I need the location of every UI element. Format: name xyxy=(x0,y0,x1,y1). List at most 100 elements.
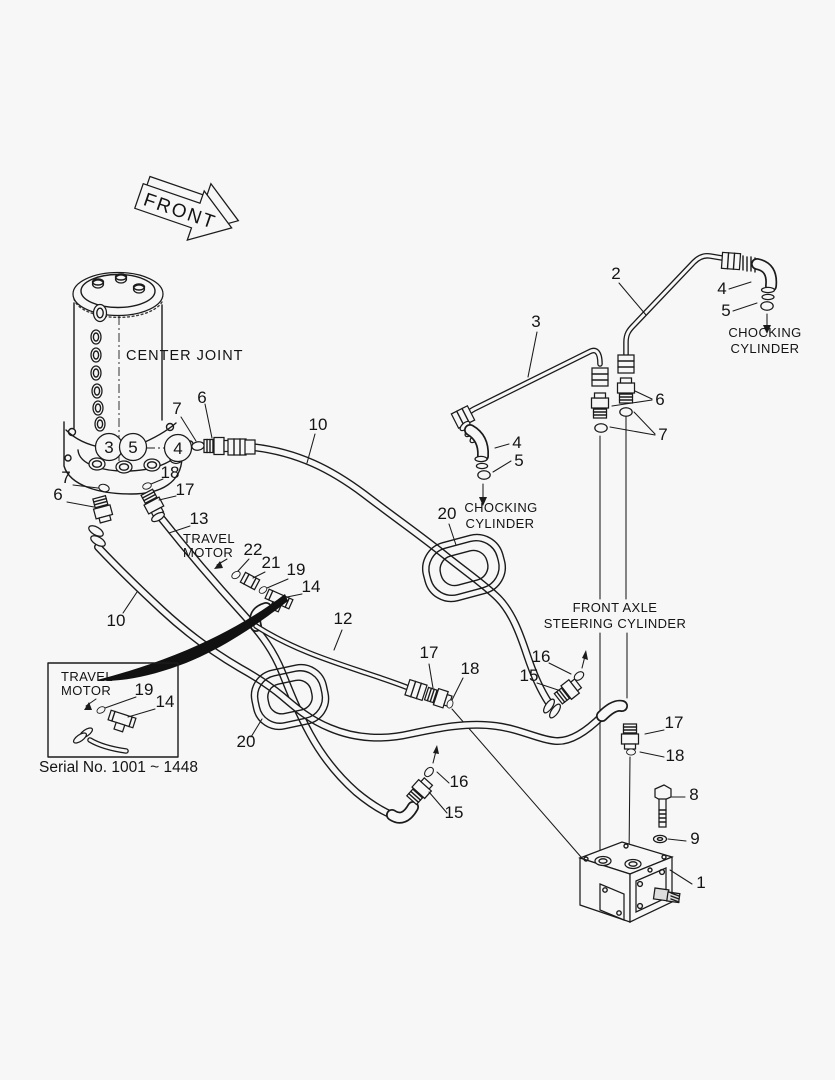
callout-21: 21 xyxy=(262,553,281,572)
callout-13: 13 xyxy=(190,509,209,528)
svg-text:3: 3 xyxy=(104,438,113,457)
pipe-2 xyxy=(623,251,756,357)
nipple-15-lower xyxy=(404,775,436,807)
cap-bolts xyxy=(91,273,146,294)
callout-17-right: 17 xyxy=(665,713,684,732)
callout-10-lower: 10 xyxy=(107,611,126,630)
callout-3: 3 xyxy=(531,312,540,331)
callout-14: 14 xyxy=(302,577,321,596)
center-joint: CENTER JOINT 3 5 4 xyxy=(63,271,258,495)
callout-16-lower: 16 xyxy=(450,772,469,791)
oring-18-right xyxy=(626,748,636,756)
callout-2: 2 xyxy=(611,264,620,283)
hose-13-end xyxy=(386,745,439,824)
callout-16-upper: 16 xyxy=(532,647,551,666)
callout-17-cj: 17 xyxy=(176,480,195,499)
port-badge-3: 3 xyxy=(94,432,124,462)
travel-motor-inset-line2: MOTOR xyxy=(61,683,111,698)
front-axle-line1: FRONT AXLE xyxy=(573,600,658,615)
callout-10-upper: 10 xyxy=(309,415,328,434)
cj-right-fittings xyxy=(190,436,256,456)
chocking-top-line2: CYLINDER xyxy=(731,341,800,356)
callout-18-right: 18 xyxy=(666,746,685,765)
valve-block xyxy=(578,841,681,923)
chocking-top-line1: CHOCKING xyxy=(728,325,801,340)
callout-18-mid: 18 xyxy=(461,659,480,678)
oring-7-right-stack xyxy=(619,407,633,417)
bolt-8 xyxy=(654,784,672,828)
hose-10-lower-end xyxy=(620,723,640,756)
left-fittings xyxy=(88,482,115,547)
callout-7-cj: 7 xyxy=(172,399,181,418)
elbow-4-mid xyxy=(464,424,491,506)
callout-9: 9 xyxy=(690,829,699,848)
nipple-17-right xyxy=(620,723,640,750)
front-axle-line2: STEERING CYLINDER xyxy=(544,616,687,631)
callout-8: 8 xyxy=(689,785,698,804)
callout-14-box: 14 xyxy=(156,692,175,711)
cj-lower-fittings xyxy=(138,481,167,523)
port-badge-4: 4 xyxy=(163,433,193,463)
center-joint-label: CENTER JOINT xyxy=(126,348,244,364)
callout-1: 1 xyxy=(696,873,705,892)
oring-19 xyxy=(257,584,269,596)
oring-19-box xyxy=(95,704,107,716)
tee-14-box xyxy=(105,709,137,736)
callout-15-upper: 15 xyxy=(520,666,539,685)
oring-5-mid xyxy=(477,470,491,480)
oring-22 xyxy=(229,569,243,581)
callout-18-cj: 18 xyxy=(161,463,180,482)
callout-6-left: 6 xyxy=(53,485,62,504)
text-labels: CHOCKING CYLINDER CHOCKING CYLINDER FRON… xyxy=(183,325,801,631)
hose-12-end xyxy=(404,678,455,711)
travel-motor-inset-box: TRAVEL MOTOR xyxy=(47,662,179,758)
elbow-4-top xyxy=(751,258,778,334)
callout-7-left: 7 xyxy=(61,468,70,487)
callout-6-cj: 6 xyxy=(197,388,206,407)
svg-text:5: 5 xyxy=(128,438,137,457)
hose-13 xyxy=(158,515,396,819)
callout-20-lower: 20 xyxy=(237,732,256,751)
front-arrow: FRONT xyxy=(133,175,240,242)
nipple-6-cj xyxy=(203,436,230,456)
oring-7-left-stack xyxy=(594,423,608,433)
oring-18-cj xyxy=(141,481,153,491)
travel-motor-inset-line1: TRAVEL xyxy=(61,669,113,684)
travel-motor-main-line1: TRAVEL xyxy=(183,531,235,546)
coil-20-upper xyxy=(422,533,506,603)
washer-9 xyxy=(652,834,668,844)
fitting-stack-left xyxy=(590,367,610,433)
travel-motor-main-line2: MOTOR xyxy=(183,545,233,560)
port-holes-column xyxy=(90,329,106,432)
fitting-stack-right xyxy=(616,354,636,417)
port-badge-5: 5 xyxy=(118,432,148,462)
callout-15-lower: 15 xyxy=(445,803,464,822)
callout-19-box: 19 xyxy=(135,680,154,699)
locator-lines xyxy=(451,415,631,861)
chocking-mid-line2: CYLINDER xyxy=(466,516,535,531)
serial-note: Serial No. 1001 ~ 1448 xyxy=(39,759,198,776)
callout-4-mid: 4 xyxy=(512,433,521,452)
svg-text:4: 4 xyxy=(173,439,182,458)
callout-12: 12 xyxy=(334,609,353,628)
callout-5-top: 5 xyxy=(721,301,730,320)
callout-5-mid: 5 xyxy=(514,451,523,470)
hose-10-upper-end xyxy=(543,650,588,719)
callout-22: 22 xyxy=(244,540,263,559)
leader-lines xyxy=(66,281,758,885)
hose-10-lower xyxy=(94,543,628,746)
oring-16-lower xyxy=(422,765,436,779)
callout-17-mid: 17 xyxy=(420,643,439,662)
nipple-6-left xyxy=(90,494,115,525)
callout-4-top: 4 xyxy=(717,279,726,298)
callout-6-right: 6 xyxy=(655,390,664,409)
oring-5-top xyxy=(760,301,774,311)
chocking-mid-line1: CHOCKING xyxy=(464,500,537,515)
nipple-15-upper xyxy=(552,675,584,707)
hose-10-upper xyxy=(248,443,553,707)
callout-7-right: 7 xyxy=(658,425,667,444)
coil-20-lower xyxy=(250,663,330,731)
callout-numbers: 2 3 4 5 4 5 6 7 6 7 18 17 6 7 13 22 21 1… xyxy=(53,264,730,892)
